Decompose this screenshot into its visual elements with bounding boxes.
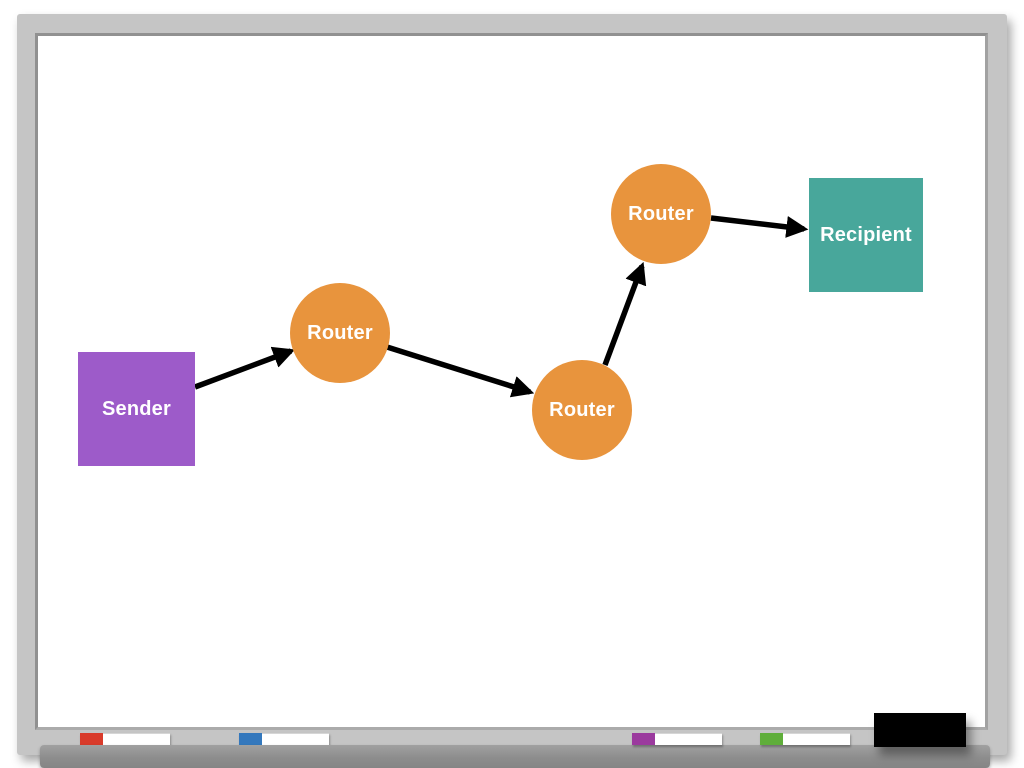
purple-marker [632,733,722,745]
node-recipient[interactable]: Recipient [809,178,923,292]
node-sender-label: Sender [101,397,171,420]
edge-router-1-to-router-2[interactable] [386,344,535,398]
red-marker [80,733,170,745]
red-marker-cap [80,733,103,745]
edge-sender-to-router-1[interactable] [194,346,296,390]
green-marker-cap [760,733,783,745]
purple-marker-body [655,733,722,745]
red-marker-body [103,733,170,745]
node-router-3-label: Router [628,202,694,225]
purple-marker-cap [632,733,655,745]
node-router-2-label: Router [549,398,615,421]
node-router-1[interactable]: Router [290,283,390,383]
blue-marker-body [262,733,329,745]
edge-router-2-to-router-3[interactable] [602,261,647,366]
blue-marker [239,733,329,745]
node-router-2[interactable]: Router [532,360,632,460]
whiteboard-eraser [874,713,966,747]
blue-marker-cap [239,733,262,745]
node-router-3[interactable]: Router [611,164,711,264]
node-recipient-label: Recipient [820,223,912,246]
node-sender[interactable]: Sender [78,352,195,466]
node-router-1-label: Router [307,321,373,344]
green-marker-body [783,733,850,745]
green-marker [760,733,850,745]
marker-tray [40,745,990,768]
edge-router-3-to-recipient[interactable] [710,215,809,238]
